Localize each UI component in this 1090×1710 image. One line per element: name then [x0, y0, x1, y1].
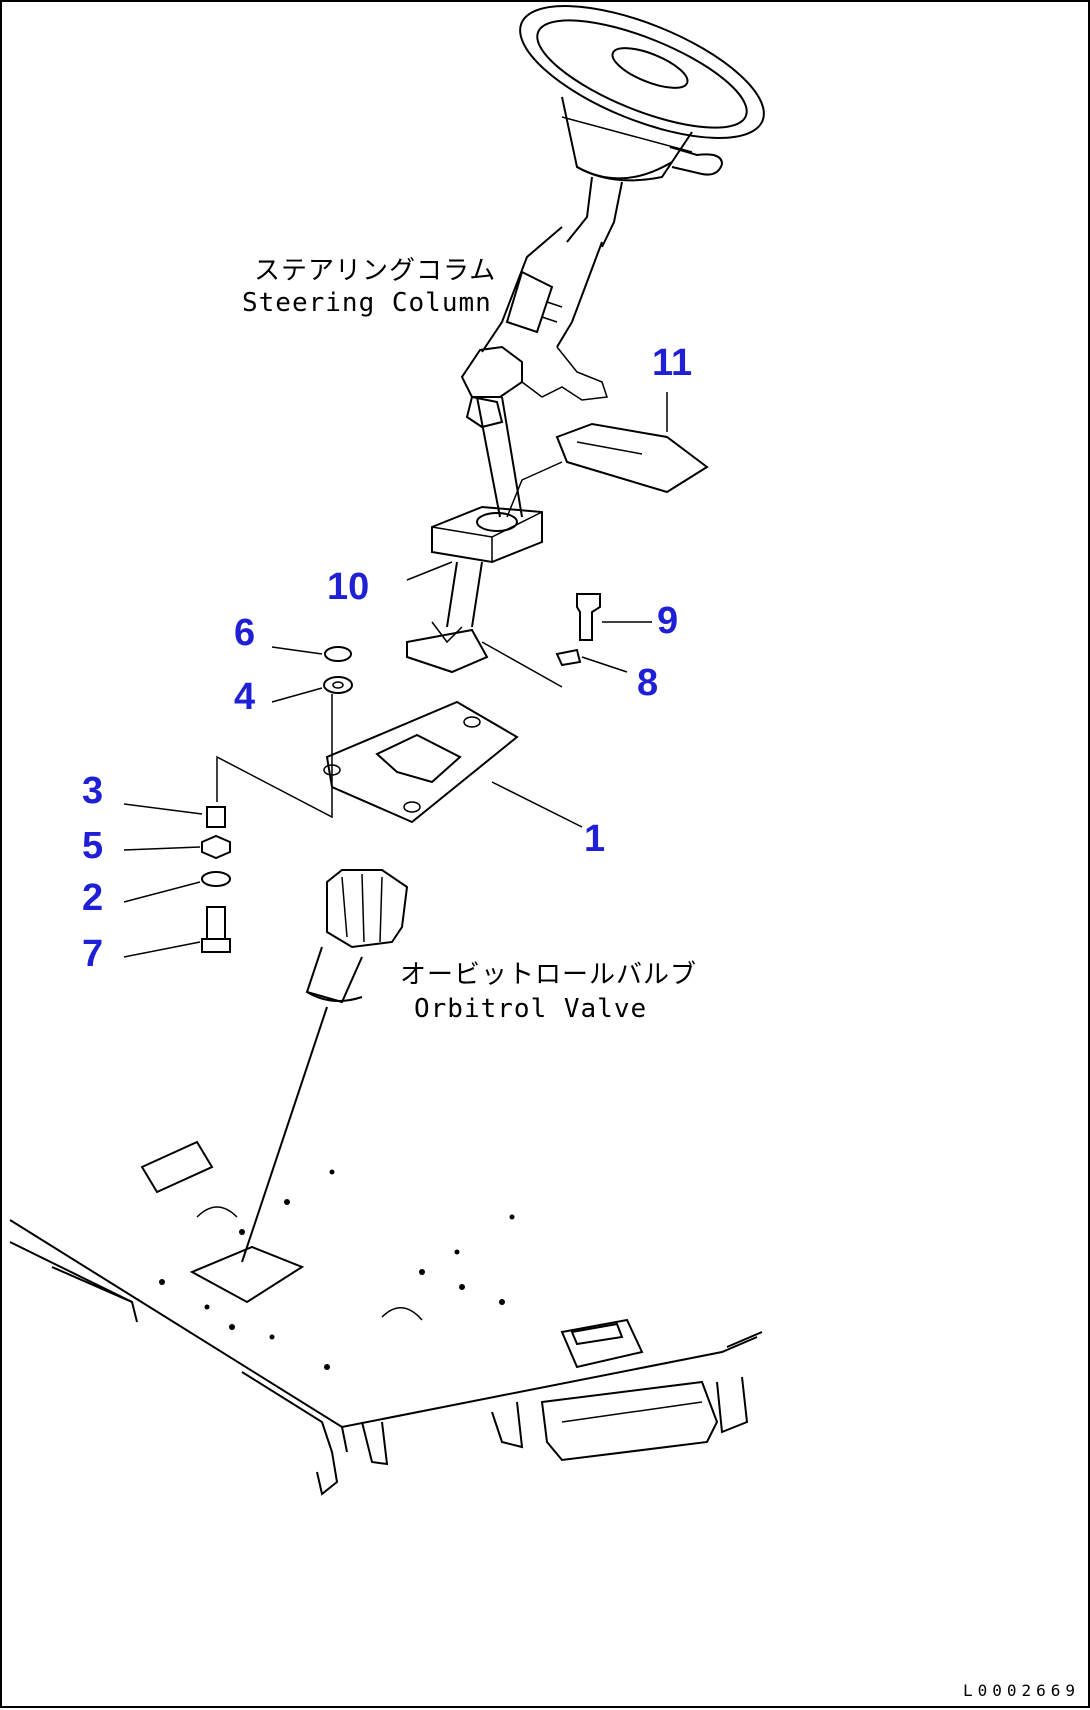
lower-shaft-bracket: [406, 561, 489, 674]
callout-9: 9: [657, 600, 679, 642]
callout-11: 11: [652, 342, 693, 384]
orbitrol-valve-label-en: Orbitrol Valve: [414, 994, 648, 1024]
steering-column-label-jp: ステアリングコラム: [254, 256, 497, 286]
small-parts: [201, 593, 601, 953]
steering-column: [460, 176, 623, 429]
callout-5: 5: [82, 825, 104, 867]
callout-1: 1: [584, 818, 606, 860]
drawing-code: L0002669: [962, 1681, 1080, 1700]
steering-wheel: [519, 5, 765, 182]
callout-2: 2: [82, 877, 104, 919]
callout-3: 3: [82, 770, 104, 812]
part-11-plate: [555, 422, 709, 494]
callout-4: 4: [234, 676, 256, 718]
orbitrol-valve: [241, 869, 409, 1263]
floor-plate: [9, 1140, 763, 1496]
callout-8: 8: [637, 662, 659, 704]
callout-7: 7: [82, 933, 104, 975]
part-10-block: [431, 396, 543, 564]
orbitrol-valve-label-jp: オービットロールバルブ: [400, 960, 698, 990]
leader-lines: [123, 392, 668, 958]
steering-column-label-en: Steering Column: [242, 288, 492, 318]
callout-6: 6: [234, 612, 256, 654]
part-1-plate: [323, 700, 519, 824]
callout-10: 10: [327, 566, 370, 608]
